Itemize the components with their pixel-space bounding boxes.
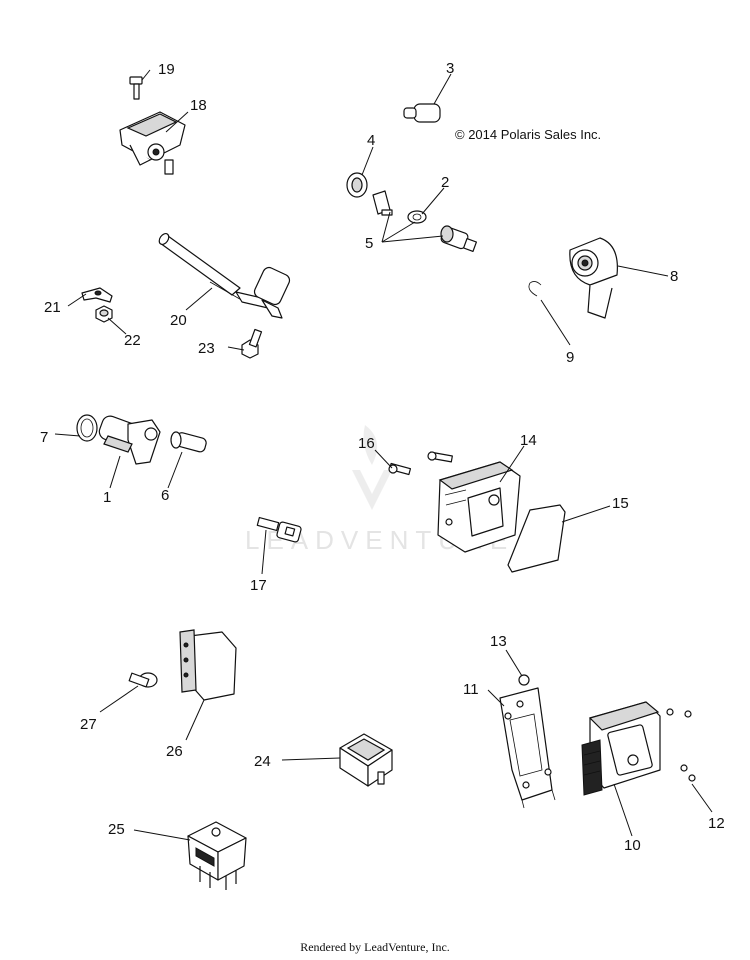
callout-16: 16 xyxy=(358,435,375,452)
part-19-bolt[interactable] xyxy=(129,76,143,100)
callout-3: 3 xyxy=(446,60,454,77)
part-24-switch[interactable] xyxy=(339,733,393,787)
callout-5: 5 xyxy=(365,235,373,252)
callout-6: 6 xyxy=(161,487,169,504)
callout-19: 19 xyxy=(158,61,175,78)
callout-4: 4 xyxy=(367,132,375,149)
copyright-text: © 2014 Polaris Sales Inc. xyxy=(455,127,602,142)
callout-25: 25 xyxy=(108,821,125,838)
leader-lines xyxy=(54,69,713,841)
callout-23: 23 xyxy=(198,340,215,357)
part-20-speed-sensor[interactable] xyxy=(157,232,291,319)
part-15-gasket[interactable] xyxy=(507,504,566,573)
callout-10: 10 xyxy=(624,837,641,854)
part-25-switch[interactable] xyxy=(187,821,247,890)
callout-24: 24 xyxy=(254,753,271,770)
callout-1: 1 xyxy=(103,489,111,506)
part-3-plug[interactable] xyxy=(403,103,441,123)
part-23-bolt[interactable] xyxy=(241,328,263,359)
part-8-knock-sensor[interactable] xyxy=(569,237,618,319)
part-16-screw[interactable] xyxy=(388,462,412,476)
part-14-housing[interactable] xyxy=(437,461,521,553)
part-14-screw[interactable] xyxy=(427,451,453,463)
callout-labels: 19 18 3 4 2 5 8 9 21 22 20 23 7 1 6 16 1… xyxy=(40,60,725,854)
part-4-grommet[interactable] xyxy=(346,172,368,198)
callout-27: 27 xyxy=(80,716,97,733)
part-11-bracket[interactable] xyxy=(499,687,556,809)
part-6-pin[interactable] xyxy=(170,431,207,453)
part-2-washer[interactable] xyxy=(407,210,427,224)
callout-26: 26 xyxy=(166,743,183,760)
part-5-switch-bracket[interactable] xyxy=(372,190,393,216)
callout-2: 2 xyxy=(441,174,449,191)
callout-7: 7 xyxy=(40,429,48,446)
part-9-clip[interactable] xyxy=(528,281,542,297)
part-5-switch-sensor[interactable] xyxy=(440,225,478,253)
callout-17: 17 xyxy=(250,577,267,594)
part-27-bolt[interactable] xyxy=(128,672,158,688)
callout-15: 15 xyxy=(612,495,629,512)
callout-14: 14 xyxy=(520,432,537,449)
callout-13: 13 xyxy=(490,633,507,650)
callout-12: 12 xyxy=(708,815,725,832)
part-17-temp-sensor[interactable] xyxy=(256,516,302,543)
callout-22: 22 xyxy=(124,332,141,349)
footer-text: Rendered by LeadVenture, Inc. xyxy=(300,940,450,954)
part-12-screws[interactable] xyxy=(666,708,696,782)
callout-8: 8 xyxy=(670,268,678,285)
part-13-nut[interactable] xyxy=(518,674,530,686)
part-7-o-ring[interactable] xyxy=(76,414,98,442)
part-1-cam-sensor[interactable] xyxy=(97,414,161,465)
callout-20: 20 xyxy=(170,312,187,329)
callout-21: 21 xyxy=(44,299,61,316)
callout-11: 11 xyxy=(463,681,479,698)
part-10-ecu[interactable] xyxy=(581,701,661,796)
watermark-logo xyxy=(352,425,392,510)
part-26-relay[interactable] xyxy=(179,629,237,701)
part-18-map-sensor[interactable] xyxy=(119,111,186,175)
callout-9: 9 xyxy=(566,349,574,366)
callout-18: 18 xyxy=(190,97,207,114)
part-21-clip[interactable] xyxy=(81,287,113,303)
